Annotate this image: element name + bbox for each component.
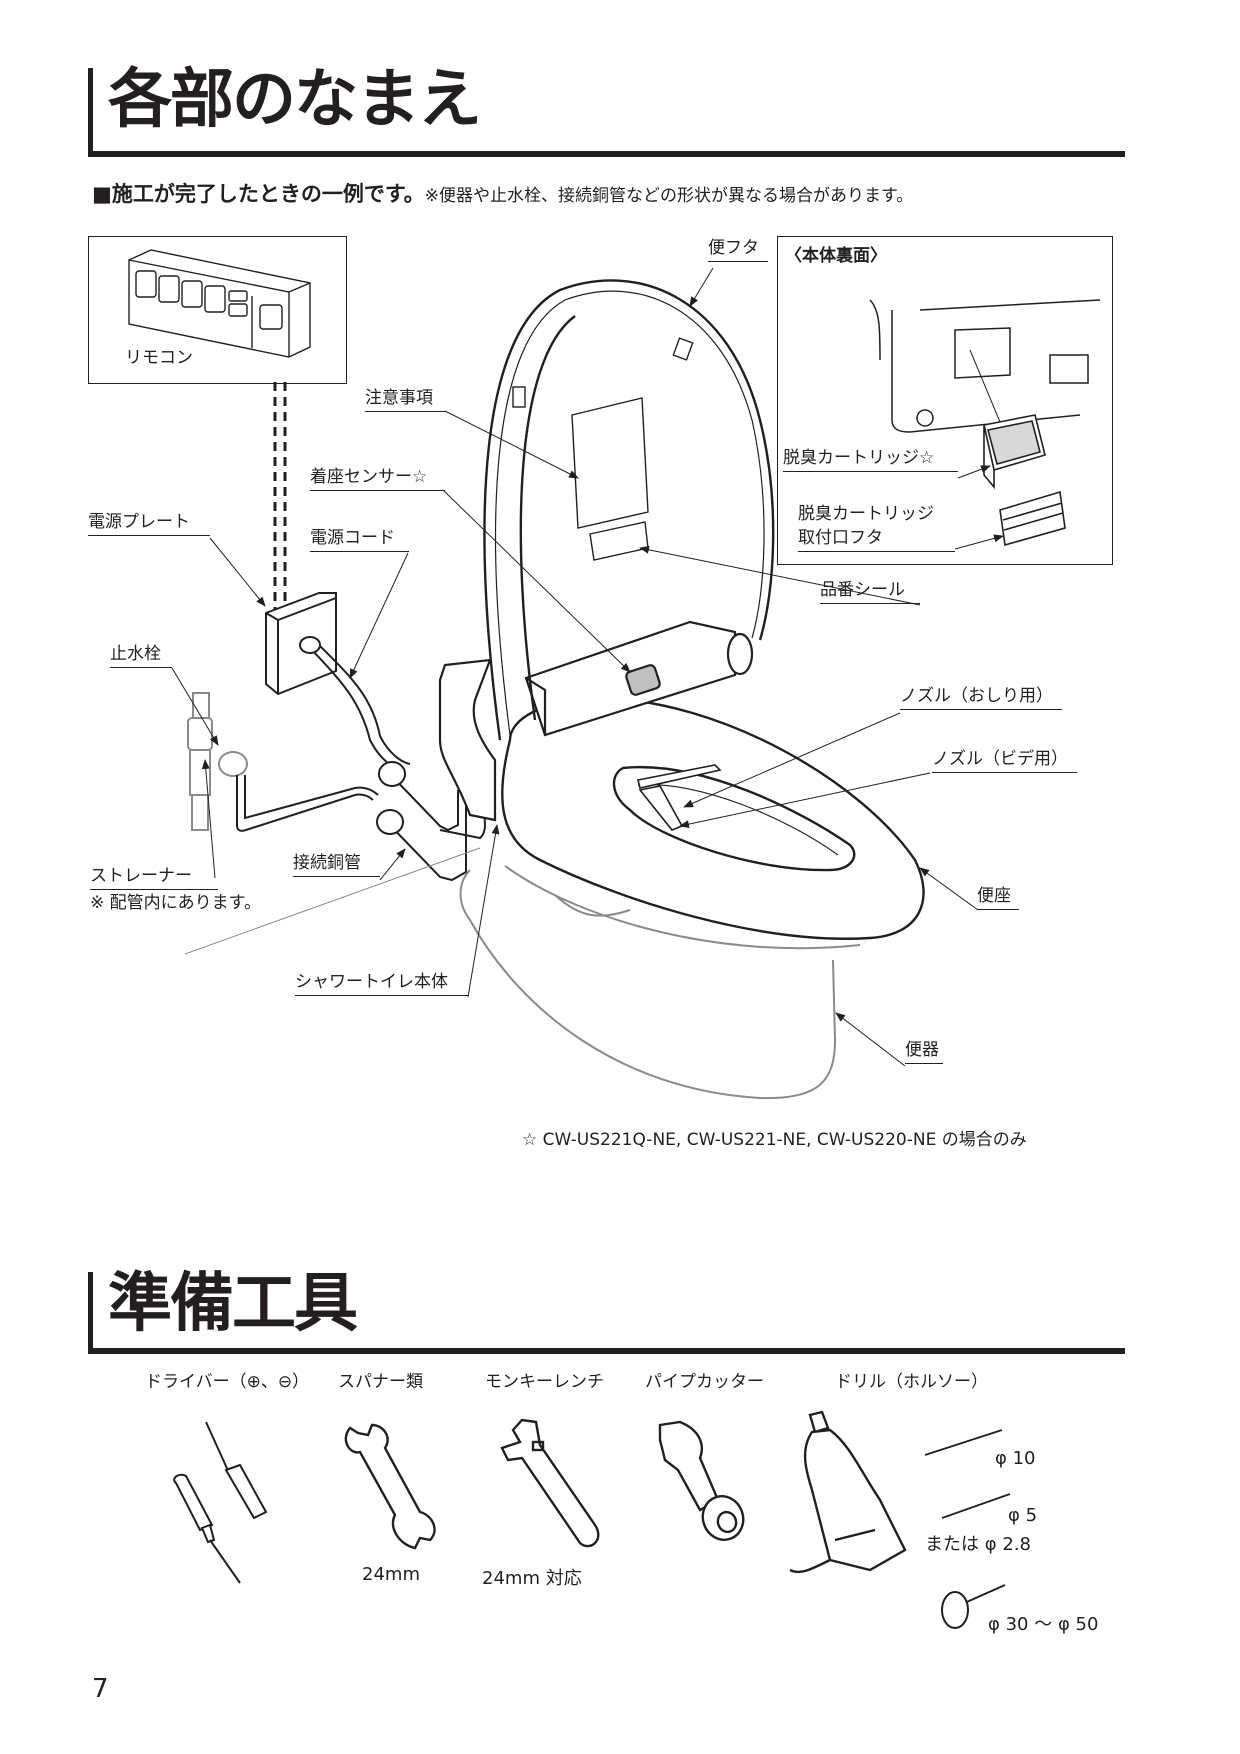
stop-valve-illustration [187, 692, 248, 831]
pipe-cutter-icon [658, 1420, 745, 1541]
section-subtitle: ■施工が完了したときの一例です。※便器や止水栓、接続銅管などの形状が異なる場合が… [92, 178, 913, 208]
tool-label-spanner: スパナー類 [338, 1372, 423, 1392]
label-cartridge-cover-line1: 脱臭カートリッジ [798, 504, 934, 524]
toilet-bowl-illustration [459, 865, 861, 1100]
label-lid: 便フタ [708, 238, 768, 263]
label-seat-sensor: 着座センサー☆ [310, 467, 445, 492]
spanner-icon [344, 1423, 436, 1550]
tool-label-pipe-cutter: パイプカッター [645, 1372, 764, 1392]
hole-saw-spec: φ 30 〜 φ 50 [988, 1614, 1099, 1635]
screwdriver-icon [173, 1421, 268, 1584]
subtitle-bold: ■施工が完了したときの一例です。 [92, 182, 425, 206]
rear-view-title: 〈本体裏面〉 [785, 246, 887, 266]
drill-bit-icon [924, 1429, 1011, 1519]
lid-bumper [512, 337, 694, 408]
drill-bit-spec-2-8: または φ 2.8 [925, 1534, 1031, 1555]
section-title-tools: 準備工具 [108, 1267, 358, 1341]
leader-lines [171, 267, 1004, 1067]
tool-label-drill: ドリル（ホルソー） [835, 1372, 988, 1392]
label-deodorizer-cartridge: 脱臭カートリッジ☆ [783, 448, 958, 473]
label-copper-pipe: 接続銅管 [293, 853, 380, 878]
toilet-lid-illustration [483, 279, 775, 741]
drill-bit-spec-10: φ 10 [995, 1448, 1036, 1469]
subtitle-note: ※便器や止水栓、接続銅管などの形状が異なる場合があります。 [424, 186, 914, 206]
section-title-part-names: 各部のなまえ [108, 63, 482, 137]
copper-pipe [236, 761, 486, 882]
label-bowl: 便器 [905, 1040, 943, 1065]
label-shower-toilet-body: シャワートイレ本体 [295, 972, 468, 997]
shower-toilet-body-illustration [438, 620, 754, 822]
label-power-plate: 電源プレート [88, 512, 210, 537]
label-caution: 注意事項 [365, 388, 445, 413]
hole-saw-icon [941, 1584, 1006, 1629]
heading-accent-bar [88, 68, 93, 156]
rear-view-illustration [869, 299, 1101, 433]
label-model-seal: 品番シール [820, 580, 920, 605]
label-seat: 便座 [977, 886, 1019, 911]
label-power-cord: 電源コード [310, 528, 409, 553]
page-number: 7 [92, 1674, 109, 1704]
remote-label: リモコン [125, 348, 193, 368]
cartridge-cover-illustration [999, 490, 1066, 547]
drill-bit-spec-5: φ 5 [1008, 1505, 1038, 1526]
label-cartridge-cover-line2: 取付口フタ [798, 528, 955, 553]
label-strainer-note: ※ 配管内にあります。 [90, 893, 261, 913]
drill-icon [789, 1410, 907, 1574]
label-nozzle-rear: ノズル（おしり用） [900, 686, 1062, 711]
rear-view-inset [777, 236, 1113, 565]
remote-control-inset [88, 236, 347, 384]
label-strainer: ストレーナー [90, 866, 218, 891]
heading-underline [88, 151, 1125, 157]
label-nozzle-bidet: ノズル（ビデ用） [932, 749, 1077, 774]
spanner-spec: 24mm [362, 1564, 420, 1585]
tool-label-screwdriver: ドライバー（⊕、⊖） [145, 1372, 310, 1392]
model-footnote: ☆ CW-US221Q-NE, CW-US221-NE, CW-US220-NE… [522, 1130, 1027, 1150]
monkey-wrench-spec: 24mm 対応 [482, 1568, 582, 1589]
label-stop-valve: 止水栓 [110, 644, 172, 669]
lid-caution-sticker [571, 397, 649, 561]
monkey-wrench-icon [500, 1418, 600, 1548]
tool-label-monkey-wrench: モンキーレンチ [485, 1372, 604, 1392]
heading-underline-tools [88, 1348, 1125, 1354]
remote-control-illustration [128, 249, 311, 358]
heading-accent-bar-tools [88, 1272, 93, 1352]
